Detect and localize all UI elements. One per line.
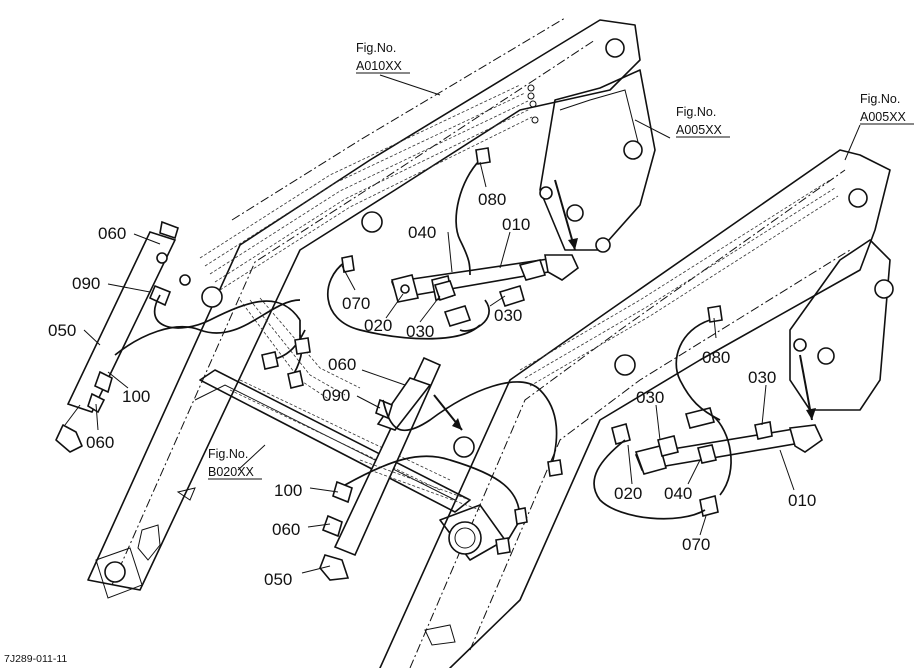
fig-ref-label: Fig.No. bbox=[208, 447, 248, 461]
callout-100: 100 bbox=[274, 481, 302, 500]
drawing-code: 7J289-011-11 bbox=[4, 653, 67, 665]
callout-070: 070 bbox=[342, 294, 370, 313]
bucket-cylinder-left bbox=[390, 179, 579, 327]
callout-030: 030 bbox=[748, 368, 776, 387]
callout-080: 080 bbox=[478, 190, 506, 209]
fig-ref-number: B020XX bbox=[208, 465, 255, 479]
callout-010: 010 bbox=[788, 491, 816, 510]
right-loader-arm bbox=[359, 149, 894, 668]
callout-050: 050 bbox=[264, 570, 292, 589]
callout-090: 090 bbox=[72, 274, 100, 293]
callout-leaders bbox=[83, 74, 861, 574]
callout-060: 060 bbox=[86, 433, 114, 452]
callout-040: 040 bbox=[408, 223, 436, 242]
callout-090: 090 bbox=[322, 386, 350, 405]
left-loader-arm bbox=[87, 17, 656, 599]
fig-ref-number: A005XX bbox=[860, 110, 907, 124]
callout-010: 010 bbox=[502, 215, 530, 234]
figure-references: Fig.No. A010XX Fig.No. A005XX Fig.No. A0… bbox=[208, 41, 914, 480]
callout-080: 080 bbox=[702, 348, 730, 367]
fig-ref-number: A005XX bbox=[676, 123, 723, 137]
callout-070: 070 bbox=[682, 535, 710, 554]
bucket-cylinder-right bbox=[611, 407, 824, 517]
callout-100: 100 bbox=[122, 387, 150, 406]
fig-ref-label: Fig.No. bbox=[356, 41, 396, 55]
callout-030: 030 bbox=[494, 306, 522, 325]
fig-ref-number: A010XX bbox=[356, 59, 403, 73]
callout-060: 060 bbox=[272, 520, 300, 539]
callout-020: 020 bbox=[364, 316, 392, 335]
callout-060: 060 bbox=[98, 224, 126, 243]
callout-040: 040 bbox=[664, 484, 692, 503]
lift-cylinder-left-upper bbox=[55, 220, 179, 453]
callout-050: 050 bbox=[48, 321, 76, 340]
callout-030: 030 bbox=[406, 322, 434, 341]
callout-030: 030 bbox=[636, 388, 664, 407]
fig-ref-label: Fig.No. bbox=[860, 92, 900, 106]
lift-cylinder-right-lower bbox=[319, 356, 463, 581]
callout-labels: 060 090 050 100 060 040 010 080 070 020 … bbox=[48, 190, 816, 589]
fig-ref-label: Fig.No. bbox=[676, 105, 716, 119]
hydraulic-hoses bbox=[114, 147, 732, 555]
callout-060: 060 bbox=[328, 355, 356, 374]
callout-020: 020 bbox=[614, 484, 642, 503]
